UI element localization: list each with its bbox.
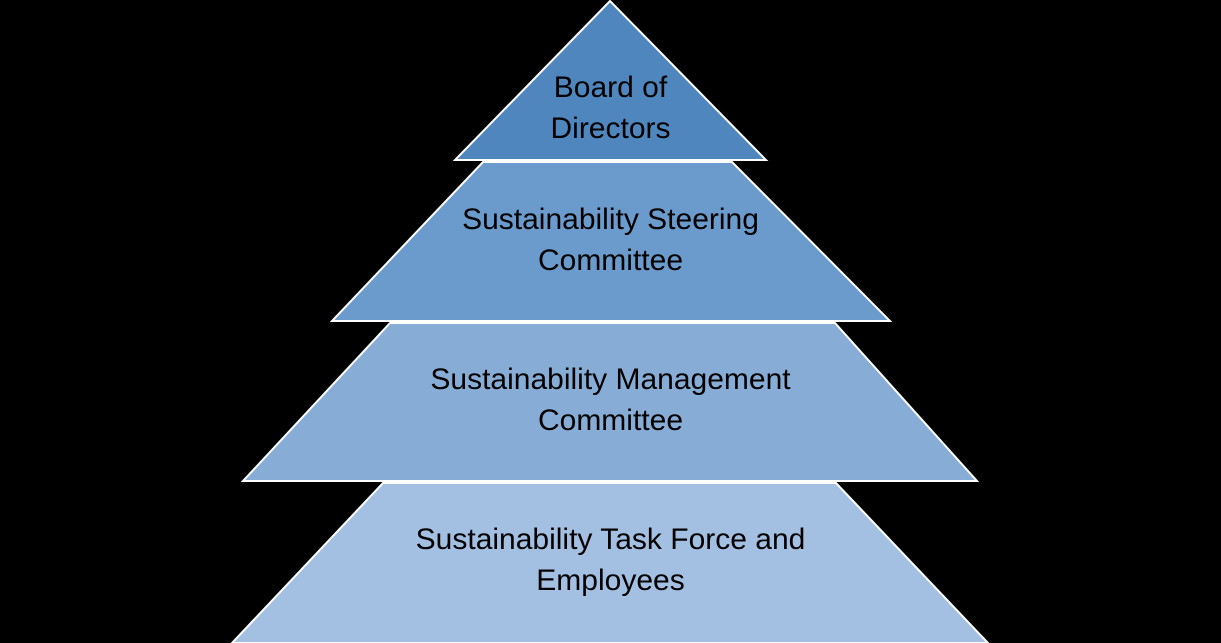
level-management-committee-shape [240, 322, 980, 482]
level-task-force-shape [230, 482, 990, 643]
level-board-of-directors-shape [452, 0, 769, 161]
level-steering-committee-shape [329, 161, 893, 322]
